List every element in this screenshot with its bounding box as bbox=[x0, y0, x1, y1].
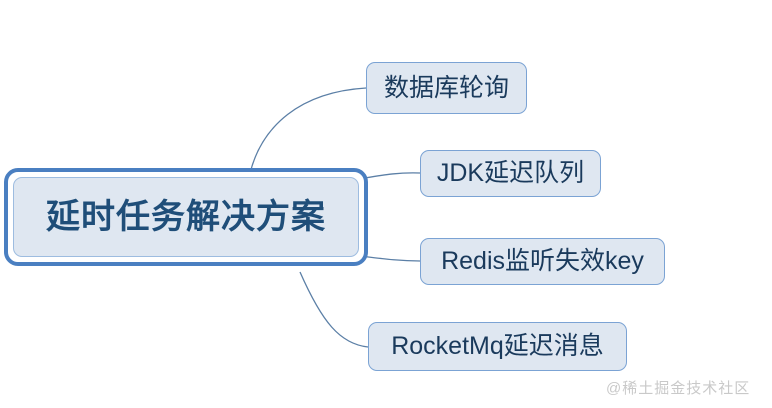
branch-node-database-polling[interactable]: 数据库轮询 bbox=[366, 62, 527, 114]
root-node-label: 延时任务解决方案 bbox=[46, 198, 326, 236]
branch-node-label: Redis监听失效key bbox=[441, 247, 644, 275]
connector-to-branch-3 bbox=[299, 271, 369, 348]
branch-node-redis-expired-key[interactable]: Redis监听失效key bbox=[420, 238, 665, 285]
branch-node-label: JDK延迟队列 bbox=[436, 159, 585, 187]
branch-node-label: 数据库轮询 bbox=[383, 73, 509, 102]
connector-to-branch-0 bbox=[249, 87, 367, 174]
root-node-inner: 延时任务解决方案 bbox=[13, 177, 359, 257]
branch-node-jdk-delay-queue[interactable]: JDK延迟队列 bbox=[420, 150, 601, 197]
branch-node-label: RocketMq延迟消息 bbox=[391, 332, 604, 360]
branch-node-rocketmq-delay-message[interactable]: RocketMq延迟消息 bbox=[368, 322, 627, 371]
watermark-text: @稀土掘金技术社区 bbox=[606, 380, 751, 397]
root-node[interactable]: 延时任务解决方案 bbox=[4, 168, 368, 266]
